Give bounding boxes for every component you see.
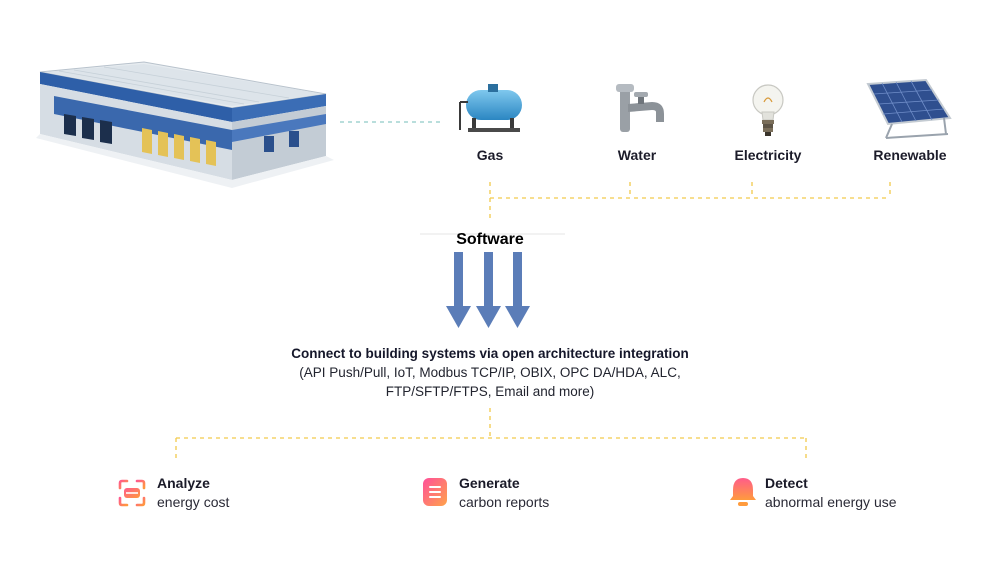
down-arrow-icon xyxy=(446,252,471,328)
water-tap-icon xyxy=(616,84,664,132)
source-label-gas: Gas xyxy=(476,147,504,163)
feature-title-detect: Detect xyxy=(765,475,808,491)
gas-tank-icon xyxy=(459,84,522,132)
feature-title-generate: Generate xyxy=(459,475,520,491)
feature-desc-analyze: energy cost xyxy=(157,494,230,510)
source-label-water: Water xyxy=(617,147,657,163)
integration-headline: Connect to building systems via open arc… xyxy=(291,346,689,361)
report-document-icon xyxy=(423,478,447,506)
analyze-scan-icon xyxy=(118,479,146,507)
feature-desc-detect: abnormal energy use xyxy=(765,494,897,510)
feature-desc-generate: carbon reports xyxy=(459,494,550,510)
down-arrow-icon xyxy=(505,252,530,328)
feature-title-analyze: Analyze xyxy=(157,475,210,491)
alert-bell-icon xyxy=(730,478,756,506)
light-bulb-icon xyxy=(752,84,784,136)
source-label-electricity: Electricity xyxy=(734,147,802,163)
integration-protocols-line2: FTP/SFTP/FTPS, Email and more) xyxy=(385,384,595,399)
solar-panel-icon xyxy=(866,78,952,139)
software-label: Software xyxy=(456,231,524,248)
down-arrow-icon xyxy=(476,252,501,328)
source-label-renewable: Renewable xyxy=(873,147,947,163)
warehouse-building-illustration xyxy=(36,61,334,188)
integration-protocols-line1: (API Push/Pull, IoT, Modbus TCP/IP, OBIX… xyxy=(299,365,681,380)
software-down-arrows xyxy=(446,252,530,328)
